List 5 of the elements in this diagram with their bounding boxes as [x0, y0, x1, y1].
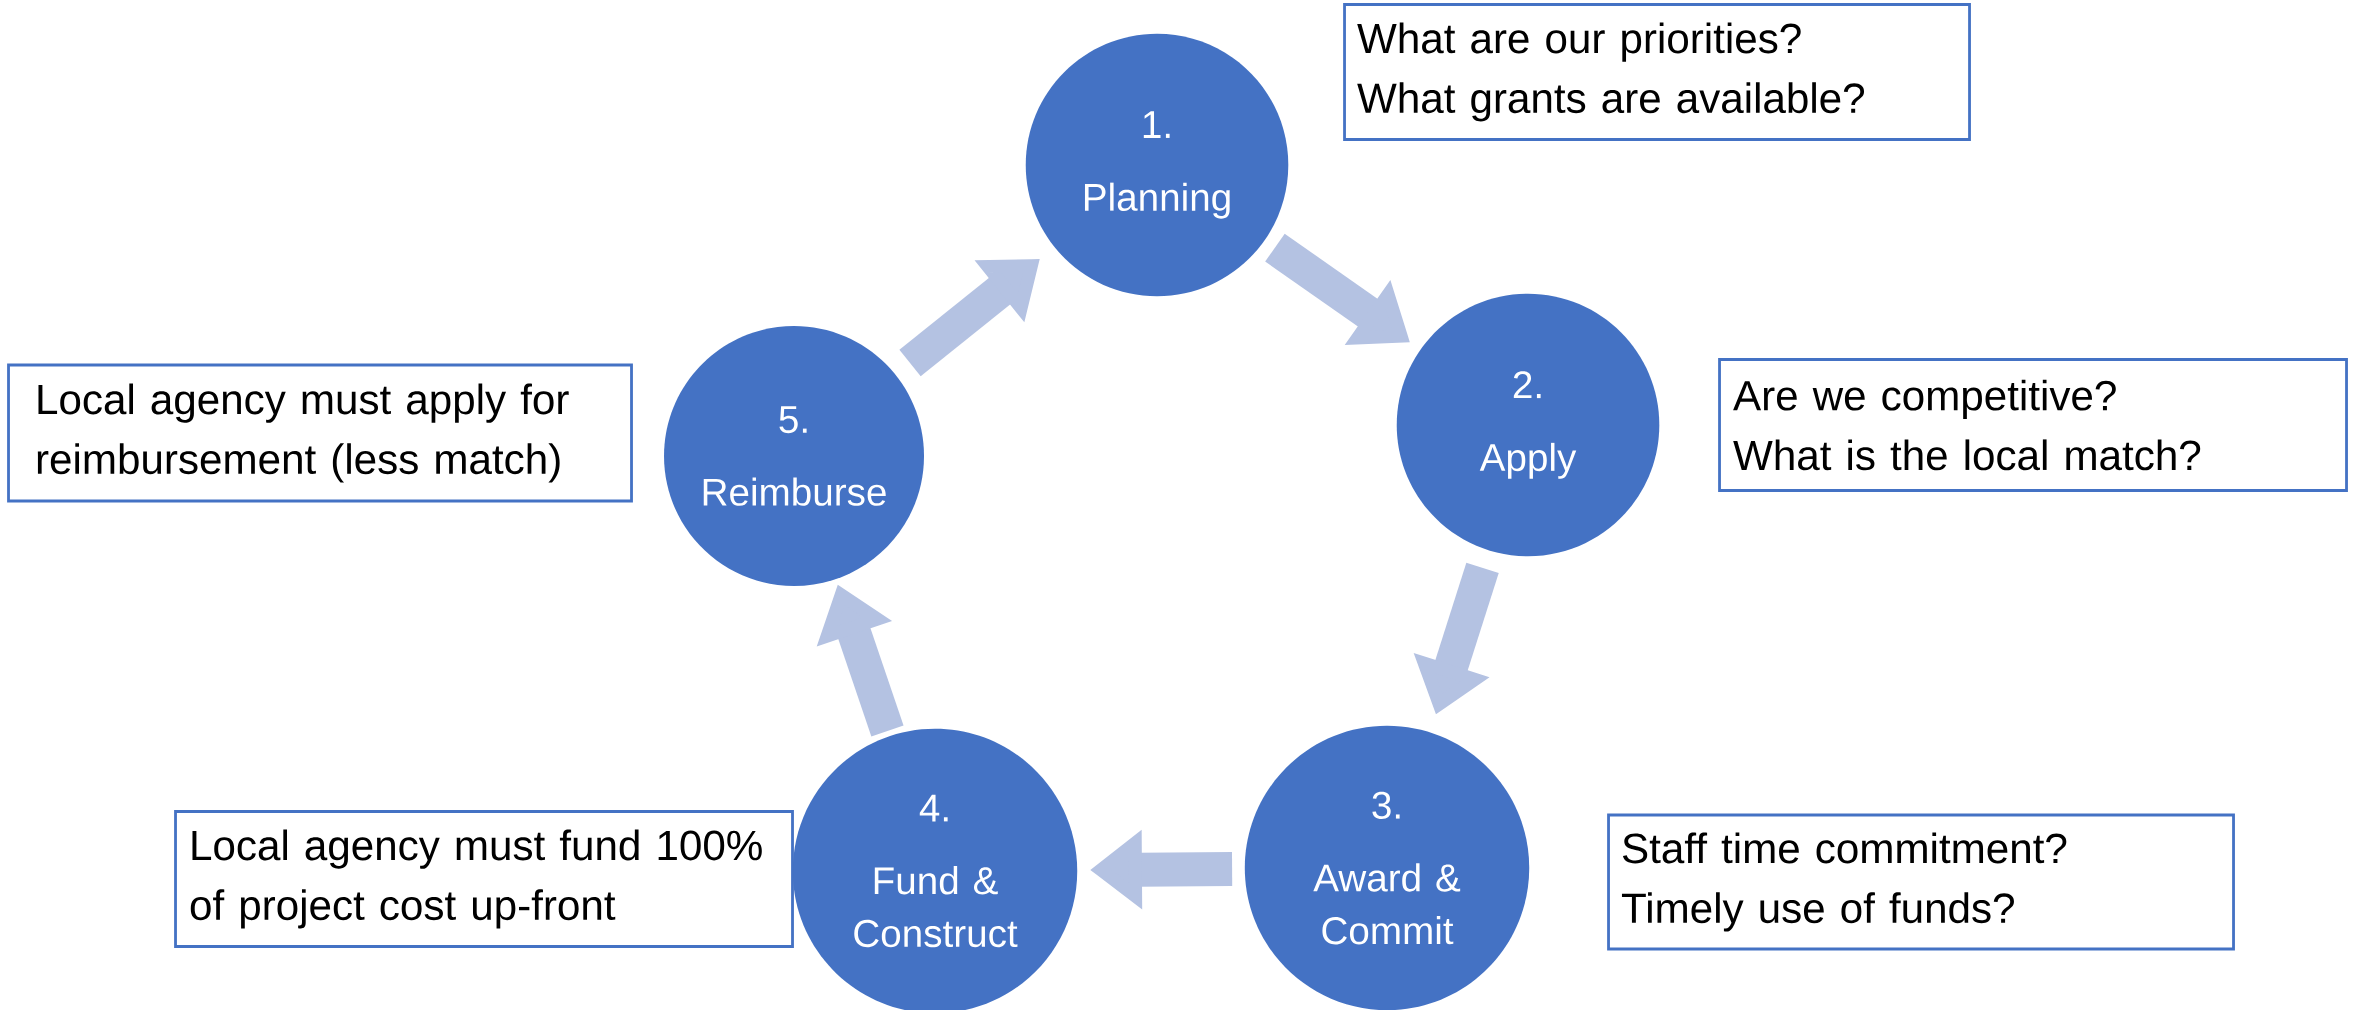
text-box: Local agency must fund 100% of project cost up-front [174, 810, 794, 948]
text-box: Staff time commitment? Timely use of funds? [1607, 813, 2235, 951]
text-box: Local agency must apply for reimbursement (less match) [7, 363, 633, 503]
text-box: What are our priorities? What grants are available? [1343, 3, 1971, 141]
text-box: Are we competitive? What is the local match? [1718, 358, 2348, 492]
